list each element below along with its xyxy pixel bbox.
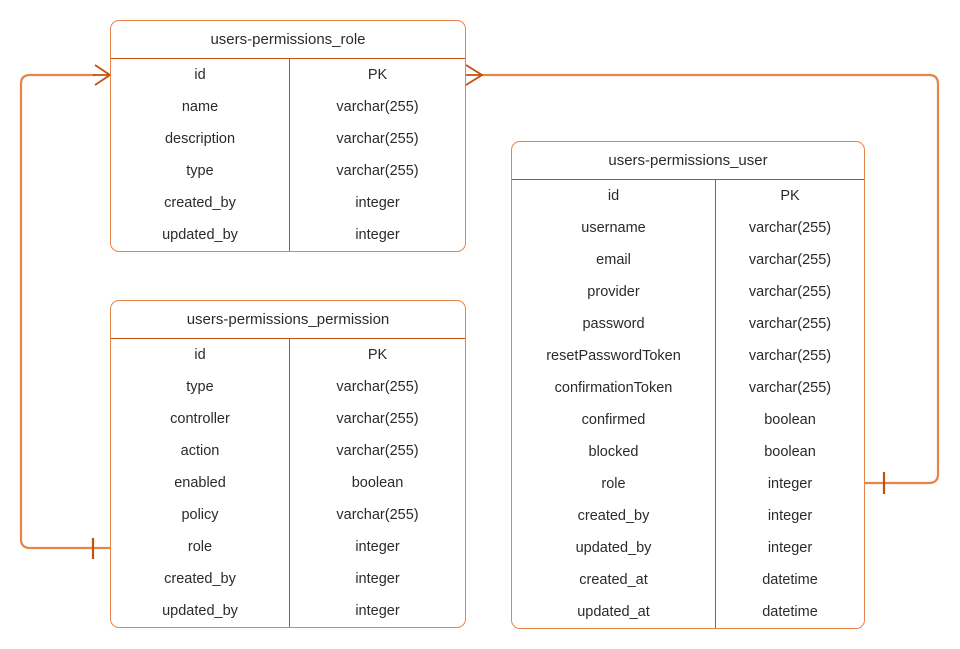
- field-name: password: [582, 316, 645, 332]
- entity-users-permissions-role[interactable]: users-permissions_role id name descripti…: [110, 20, 466, 252]
- field-name: type: [186, 163, 214, 179]
- field-type-column: PK varchar(255) varchar(255) varchar(255…: [716, 180, 864, 628]
- field-name: controller: [170, 411, 230, 427]
- field-name: id: [194, 347, 206, 363]
- field-name: id: [607, 188, 620, 204]
- field-name: created_at: [579, 572, 648, 588]
- field-type: integer: [767, 508, 813, 524]
- field-type: datetime: [762, 604, 818, 620]
- field-name: updated_by: [575, 540, 652, 556]
- field-type: varchar(255): [748, 220, 832, 236]
- field-name: resetPasswordToken: [546, 348, 681, 364]
- field-name: description: [164, 131, 236, 147]
- field-type: PK: [780, 188, 800, 204]
- entity-title: users-permissions_permission: [111, 301, 465, 339]
- entity-title: users-permissions_user: [512, 142, 864, 180]
- field-type: boolean: [764, 412, 816, 428]
- relationship-permission-role[interactable]: [19, 64, 111, 559]
- field-type: integer: [355, 539, 400, 555]
- entity-users-permissions-user[interactable]: users-permissions_user id username email…: [511, 141, 865, 629]
- field-name: enabled: [174, 475, 226, 491]
- field-name: role: [187, 539, 213, 555]
- field-type: PK: [367, 67, 388, 83]
- field-name: id: [194, 67, 206, 83]
- field-name: confirmationToken: [554, 380, 673, 396]
- field-name: created_by: [164, 195, 236, 211]
- field-type: varchar(255): [748, 252, 832, 268]
- field-name: updated_by: [162, 227, 238, 243]
- field-name: name: [181, 99, 219, 115]
- field-type: integer: [767, 476, 813, 492]
- field-name-column: id type controller action enabled policy…: [111, 339, 290, 627]
- field-name: created_by: [577, 508, 650, 524]
- field-type: varchar(255): [336, 443, 419, 459]
- field-name: updated_at: [577, 604, 650, 620]
- field-name-column: id username email provider password rese…: [512, 180, 716, 628]
- field-type: varchar(255): [748, 284, 832, 300]
- field-type: varchar(255): [748, 380, 832, 396]
- entity-body: id username email provider password rese…: [512, 180, 864, 628]
- field-type-column: PK varchar(255) varchar(255) varchar(255…: [290, 59, 465, 251]
- field-type: boolean: [764, 444, 816, 460]
- field-type: varchar(255): [336, 507, 419, 523]
- field-type: integer: [767, 540, 813, 556]
- field-type: varchar(255): [336, 131, 419, 147]
- field-type: boolean: [351, 475, 404, 491]
- field-type: integer: [355, 195, 400, 211]
- field-name: action: [180, 443, 220, 459]
- entity-title: users-permissions_role: [111, 21, 465, 59]
- field-type: varchar(255): [336, 379, 419, 395]
- field-name: username: [581, 220, 646, 236]
- field-type: integer: [355, 227, 400, 243]
- field-name: created_by: [164, 571, 236, 587]
- field-type: varchar(255): [336, 411, 419, 427]
- field-name: type: [186, 379, 214, 395]
- field-name: provider: [587, 284, 640, 300]
- field-type: integer: [355, 571, 400, 587]
- field-type: varchar(255): [748, 348, 832, 364]
- crowsfoot-many-marker-left: [93, 64, 111, 86]
- field-type: varchar(255): [336, 163, 419, 179]
- entity-users-permissions-permission[interactable]: users-permissions_permission id type con…: [110, 300, 466, 628]
- field-name-column: id name description type created_by upda…: [111, 59, 290, 251]
- field-type: varchar(255): [748, 316, 832, 332]
- field-name: role: [601, 476, 626, 492]
- crowsfoot-many-marker-right: [465, 64, 483, 86]
- field-name: confirmed: [581, 412, 646, 428]
- field-type: PK: [367, 347, 388, 363]
- entity-body: id name description type created_by upda…: [111, 59, 465, 251]
- field-type: datetime: [762, 572, 818, 588]
- entity-body: id type controller action enabled policy…: [111, 339, 465, 627]
- field-name: updated_by: [162, 603, 238, 619]
- field-name: email: [596, 252, 631, 268]
- field-name: blocked: [588, 444, 639, 460]
- field-type: varchar(255): [336, 99, 419, 115]
- field-type: integer: [355, 603, 400, 619]
- field-type-column: PK varchar(255) varchar(255) varchar(255…: [290, 339, 465, 627]
- field-name: policy: [181, 507, 219, 523]
